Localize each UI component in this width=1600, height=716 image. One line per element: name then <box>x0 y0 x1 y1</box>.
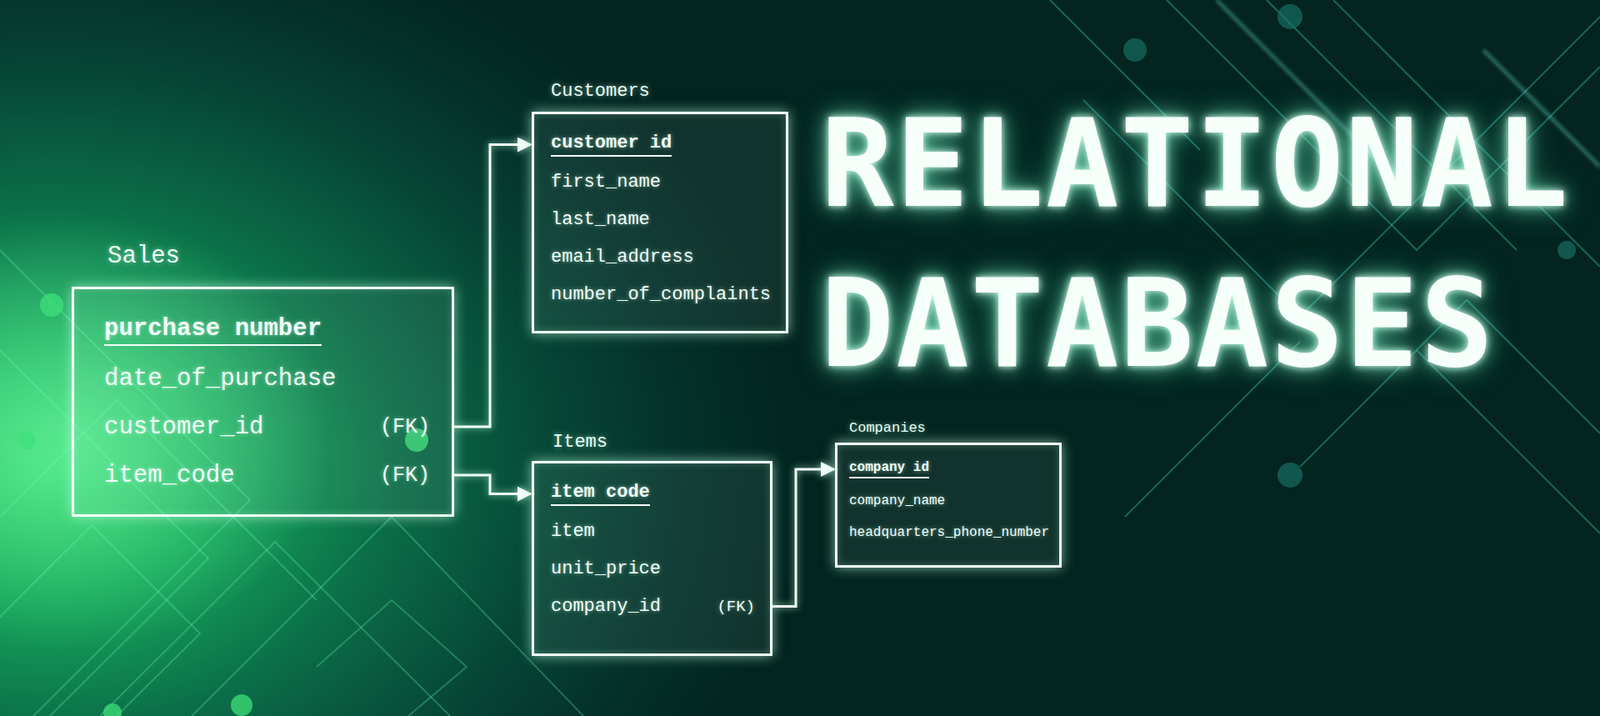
table-box: Companiescompany idcompany_nameheadquart… <box>835 442 1062 568</box>
field-name: number_of_complaints <box>550 284 771 305</box>
primary-key: customer id <box>550 132 672 157</box>
table-box: Itemsitem codeitemunit_pricecompany_id(F… <box>531 460 773 656</box>
field-row: item_code (FK) <box>104 450 430 500</box>
relation-arrow <box>772 469 835 607</box>
field-row: email_address <box>550 238 771 276</box>
table-box: Salespurchase numberdate_of_purchasecust… <box>71 286 455 517</box>
table-name: Items <box>552 431 608 453</box>
field-row: company id <box>849 453 1050 485</box>
field-name: first_name <box>550 171 661 193</box>
field-row: customer id <box>550 125 771 164</box>
primary-key: item code <box>550 481 650 506</box>
field-row: customer_id (FK) <box>104 402 430 451</box>
primary-key: purchase number <box>104 315 322 346</box>
field-row: item <box>550 512 755 550</box>
field-name: company_id <box>550 595 661 617</box>
dots <box>1123 4 1576 488</box>
table-name: Sales <box>107 242 180 270</box>
title: RELATIONAL DATABASES <box>820 83 1580 404</box>
table-name: Customers <box>550 80 650 102</box>
foreign-key-tag: (FK) <box>355 463 430 488</box>
field-row: item code <box>550 475 755 513</box>
field-name: customer_id <box>104 413 264 441</box>
field-row: company_name <box>849 485 1050 517</box>
field-name: item_code <box>104 461 235 490</box>
field-row: last_name <box>550 200 771 239</box>
field-name: company_name <box>849 493 945 509</box>
foreign-key-tag: (FK) <box>355 415 430 440</box>
primary-key: company id <box>849 460 930 479</box>
field-name: email_address <box>550 246 695 268</box>
field-row: first_name <box>550 163 771 201</box>
field-name: item <box>550 520 595 542</box>
foreign-key-tag: (FK) <box>691 597 755 616</box>
table-name: Companies <box>849 420 926 436</box>
field-name: unit_price <box>550 558 661 580</box>
field-row: purchase number <box>104 305 430 355</box>
field-row: headquarters_phone_number <box>849 516 1050 549</box>
table-box: Customerscustomer idfirst_namelast_namee… <box>531 111 789 334</box>
field-row: company_id (FK) <box>550 587 755 625</box>
field-name: date_of_purchase <box>104 365 336 393</box>
field-row: date_of_purchase <box>104 354 430 403</box>
field-row: number_of_complaints <box>550 275 771 314</box>
relation-arrow <box>454 475 531 495</box>
circuit-lines <box>0 250 584 716</box>
field-row: unit_price <box>550 550 755 588</box>
relation-arrow <box>454 145 531 428</box>
field-name: headquarters_phone_number <box>849 525 1050 540</box>
field-name: last_name <box>550 209 650 230</box>
